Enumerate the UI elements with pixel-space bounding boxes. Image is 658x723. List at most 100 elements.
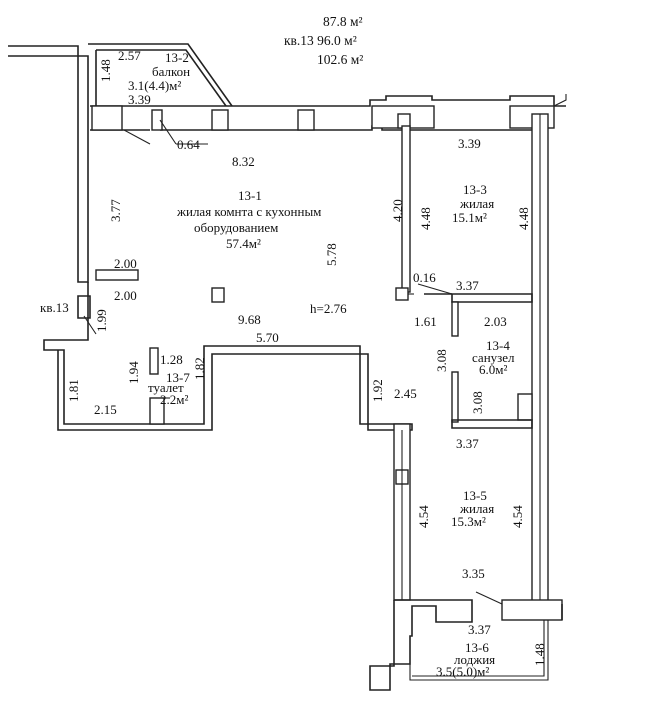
dim-4-54-left: 4.54: [416, 505, 431, 528]
room-13-5-area: 15.3м²: [451, 514, 486, 529]
partition-pier: [395, 287, 409, 301]
room-13-3-name: жилая: [459, 196, 494, 211]
bathroom-top-wall: [451, 293, 533, 303]
room-13-2-area: 3.1(4.4)м²: [128, 78, 181, 93]
room-13-4-area: 6.0м²: [479, 362, 507, 377]
dimensions-horizontal: 2.57 3.39 0.64 8.32 3.39 2.00 2.00 0.16 …: [94, 48, 507, 637]
pier-window-2: [211, 109, 229, 131]
room-13-1-name-1: жилая комнта с кухонным: [176, 204, 321, 219]
room-13-1-name-2: оборудованием: [194, 220, 278, 235]
bathroom-bottom-wall: [451, 419, 533, 429]
dim-4-48-right: 4.48: [516, 207, 531, 230]
walls: [8, 43, 567, 691]
room-13-3-label: 13-3 жилая 15.1м²: [452, 182, 494, 225]
room-13-6-name: лоджия: [454, 652, 495, 667]
dim-2-57: 2.57: [118, 48, 141, 63]
bathroom-left-wall-lower: [451, 371, 459, 423]
pier-window-3: [297, 109, 315, 131]
dim-1-48-top: 1.48: [98, 59, 113, 82]
dim-1-92: 1.92: [370, 379, 385, 402]
room-13-5-name: жилая: [459, 501, 494, 516]
dim-2-00-b: 2.00: [114, 288, 137, 303]
loggia-parapet: [409, 620, 549, 681]
room-13-3-area: 15.1м²: [452, 210, 487, 225]
room-13-6-label: 13-6 лоджия 3.5(5.0)м²: [436, 640, 495, 679]
bathroom-fixture: [517, 393, 533, 421]
room-13-6-id: 13-6: [465, 640, 489, 655]
room-13-2-label: 13-2 балкон 3.1(4.4)м²: [128, 50, 190, 93]
room-13-7-name: туалет: [148, 380, 184, 395]
room-13-6-area: 3.5(5.0)м²: [436, 664, 489, 679]
neighbor-label: кв.13: [40, 300, 69, 315]
room-13-2-name: балкон: [152, 64, 190, 79]
room-13-5-label: 13-5 жилая 15.3м²: [451, 488, 494, 529]
room-13-7-id: 13-7: [166, 370, 190, 385]
header-areas: 87.8 м² кв.13 96.0 м² 102.6 м²: [284, 14, 363, 67]
dim-1-99: 1.99: [94, 309, 109, 332]
room-13-7-label: 13-7 туалет 2.2м²: [148, 370, 190, 407]
left-outer-wall: [8, 45, 89, 283]
dim-1-48-bottom: 1.48: [532, 643, 547, 666]
dim-3-08-left: 3.08: [434, 349, 449, 372]
dim-4-54-right: 4.54: [510, 505, 525, 528]
dim-1-28: 1.28: [160, 352, 183, 367]
area-with-balcony: 102.6 м²: [317, 52, 363, 67]
kitchen-counter: [95, 269, 139, 281]
dim-1-94: 1.94: [126, 361, 141, 384]
leader-064: [159, 119, 177, 145]
area-living: 87.8 м²: [323, 14, 363, 29]
dimensions-vertical: 1.48 3.77 5.78 4.20 4.48 4.48 1.99 1.82 …: [66, 59, 547, 666]
ceiling-height: h=2.76: [310, 301, 347, 316]
dim-1-81: 1.81: [66, 379, 81, 402]
room-13-2-id: 13-2: [165, 50, 189, 65]
room-13-4-name: санузел: [472, 350, 515, 365]
leader-335: [475, 591, 503, 605]
dim-3-35: 3.35: [462, 566, 485, 581]
dim-4-20: 4.20: [390, 199, 405, 222]
room-13-4-id: 13-4: [486, 338, 510, 353]
loggia-walls: [369, 599, 473, 691]
bathroom-left-wall-upper: [451, 301, 459, 337]
room-13-1-area: 57.4м²: [226, 236, 261, 251]
dim-3-77: 3.77: [108, 199, 123, 222]
dim-3-37-mid: 3.37: [456, 436, 479, 451]
pier-window-1: [151, 109, 163, 131]
dim-0-64: 0.64: [177, 137, 200, 152]
room-13-7-area: 2.2м²: [160, 392, 188, 407]
pier-left: [91, 105, 123, 131]
dim-3-39-balcony: 3.39: [128, 92, 151, 107]
leader-016: [417, 283, 453, 295]
top-right-wall-end: [553, 94, 567, 107]
dim-2-15: 2.15: [94, 402, 117, 417]
dim-3-39-room: 3.39: [458, 136, 481, 151]
dim-5-70: 5.70: [256, 330, 279, 345]
toilet-fixture: [149, 397, 165, 425]
column: [211, 287, 225, 303]
dim-2-00-a: 2.00: [114, 256, 137, 271]
dim-3-08-right: 3.08: [470, 391, 485, 414]
dim-2-45: 2.45: [394, 386, 417, 401]
area-total: кв.13 96.0 м²: [284, 33, 357, 48]
dim-5-78: 5.78: [324, 243, 339, 266]
room-13-1-label: 13-1 жилая комнта с кухонным оборудовани…: [176, 188, 321, 251]
loggia-right-pier: [501, 599, 563, 621]
balcony-outline: [88, 43, 233, 107]
leader-window: [123, 129, 151, 145]
room-13-5-id: 13-5: [463, 488, 487, 503]
dim-4-48-left: 4.48: [418, 207, 433, 230]
room-13-4-label: 13-4 санузел 6.0м²: [472, 338, 515, 377]
dim-1-61: 1.61: [414, 314, 437, 329]
room-13-1-id: 13-1: [238, 188, 262, 203]
dim-9-68: 9.68: [238, 312, 261, 327]
room-13-3-id: 13-3: [463, 182, 487, 197]
dim-3-37-bottom: 3.37: [468, 622, 491, 637]
dim-3-37-top: 3.37: [456, 278, 479, 293]
leader-kv13: [83, 315, 97, 335]
toilet-wall-stub: [149, 347, 159, 375]
dim-8-32: 8.32: [232, 154, 255, 169]
left-wall-lower: [43, 282, 413, 431]
dim-1-82: 1.82: [192, 357, 207, 380]
dim-0-16: 0.16: [413, 270, 436, 285]
dim-2-03: 2.03: [484, 314, 507, 329]
